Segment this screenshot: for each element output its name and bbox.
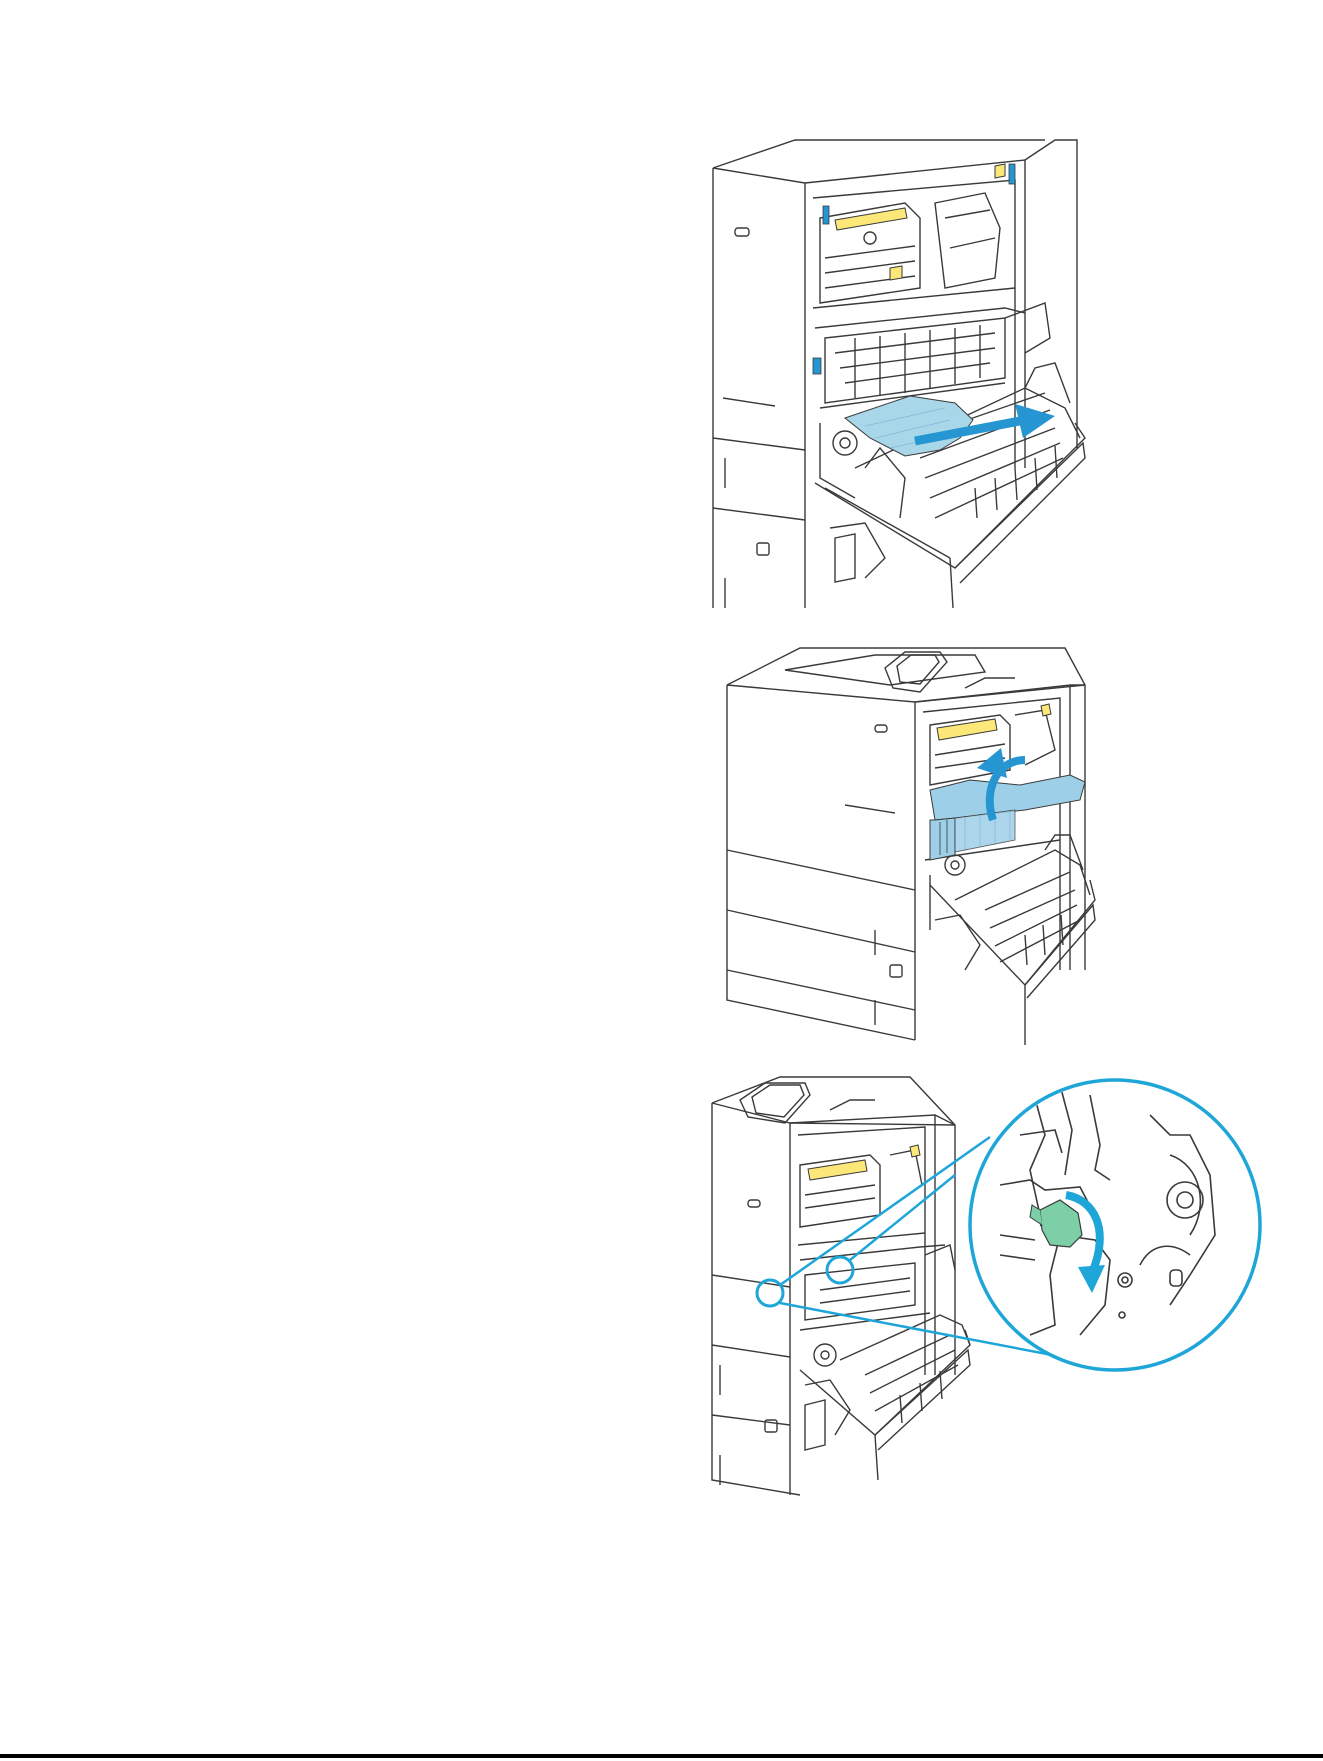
detail-zoom-circle — [970, 1080, 1260, 1370]
printer-right-door-open-illustration — [705, 138, 1085, 608]
figure-remove-jammed-paper — [705, 138, 1085, 608]
printer-lever-detail-illustration — [700, 1075, 1230, 1495]
figure-lift-jam-access-cover — [725, 640, 1095, 1045]
printer-full-view-illustration — [725, 640, 1095, 1045]
page-footer-rule — [0, 1754, 1323, 1758]
figure-rotate-lever-detail — [700, 1075, 1230, 1495]
